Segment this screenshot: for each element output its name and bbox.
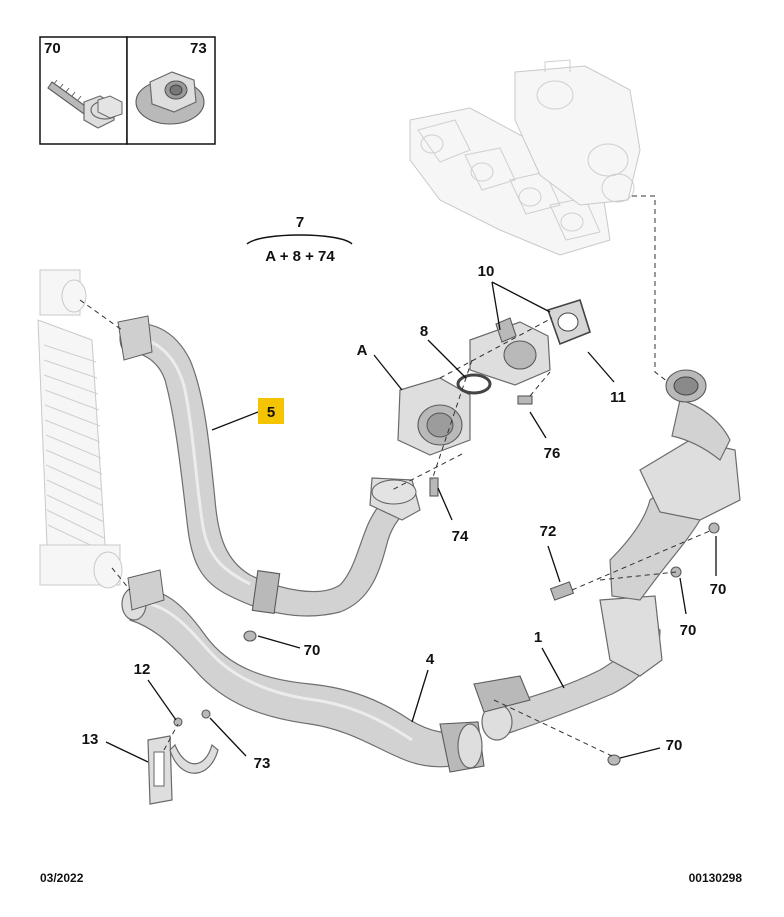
callout-70-right-upper: 70 xyxy=(710,581,727,598)
legend-box-70-label: 70 xyxy=(44,40,61,57)
pipe-1 xyxy=(473,369,741,741)
callout-13: 13 xyxy=(82,731,99,748)
callout-70-bottom: 70 xyxy=(666,737,683,754)
fasteners xyxy=(243,395,720,766)
callout-5: 5 xyxy=(267,404,275,421)
callout-73: 73 xyxy=(254,755,271,772)
gasket-11 xyxy=(546,298,591,346)
legend-box-73-label: 73 xyxy=(190,40,207,57)
group-brace xyxy=(246,234,353,245)
callout-76: 76 xyxy=(544,445,561,462)
callout-12: 12 xyxy=(134,661,151,678)
group-formula-label: A + 8 + 74 xyxy=(265,248,335,265)
callout-1: 1 xyxy=(534,629,542,646)
gasket-8 xyxy=(456,373,492,395)
turbo-manifold-ghost xyxy=(409,59,641,256)
assembly-dash-lines xyxy=(79,195,713,757)
flange-nut-icon xyxy=(135,71,205,125)
parts-legend-boxes: 70 73 xyxy=(39,36,216,145)
callout-74: 74 xyxy=(452,528,469,545)
hose-4 xyxy=(121,569,485,773)
sensor-72 xyxy=(549,581,575,601)
throttle-body-A xyxy=(397,377,471,456)
stud-74 xyxy=(429,477,439,497)
callout-10: 10 xyxy=(478,263,495,280)
bolt-70-d xyxy=(607,754,621,766)
intercooler-ghost xyxy=(37,269,123,589)
bolt-76 xyxy=(517,395,533,405)
callout-70-right-mid: 70 xyxy=(680,622,697,639)
leader-lines xyxy=(105,281,717,763)
callout-5-highlight: 5 xyxy=(258,398,284,424)
bracket-13 xyxy=(147,735,173,805)
callout-8: 8 xyxy=(420,323,428,340)
assembly-group-7: 7 A + 8 + 74 xyxy=(246,214,353,265)
callout-labels: A 8 10 11 76 74 72 70 70 70 70 1 4 12 13… xyxy=(82,263,727,772)
bolt-70-a xyxy=(708,522,720,534)
screw-icon xyxy=(47,79,123,129)
callout-11: 11 xyxy=(610,389,626,406)
callout-A: A xyxy=(357,342,368,359)
group-number-label: 7 xyxy=(296,214,304,231)
callout-4: 4 xyxy=(426,651,435,668)
hose-5 xyxy=(117,315,421,617)
footer-date: 03/2022 xyxy=(40,871,84,885)
footer-reference: 00130298 xyxy=(688,871,742,885)
callout-70-hose: 70 xyxy=(304,642,321,659)
bolt-70-c xyxy=(243,630,257,642)
callout-72: 72 xyxy=(540,523,557,540)
egr-valve-10 xyxy=(469,317,551,386)
